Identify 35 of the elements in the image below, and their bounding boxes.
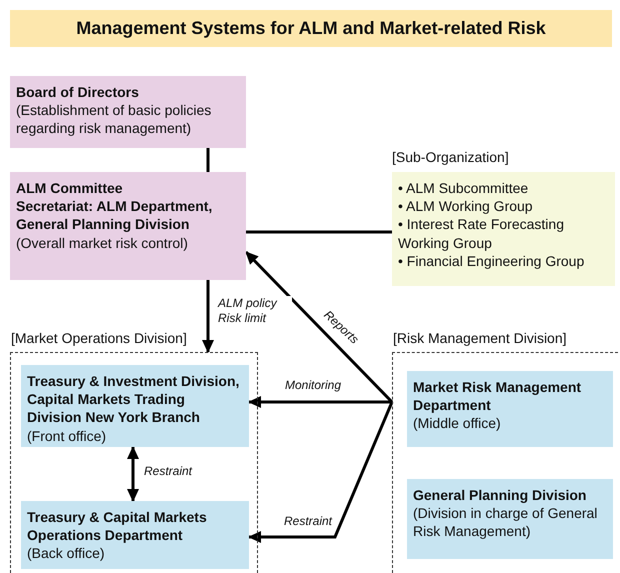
box-description: (Overall market risk control): [16, 234, 189, 252]
process-box: [10, 172, 246, 280]
box-title: Secretariat: ALM Department, General Planning Division: [16, 197, 214, 234]
box-title: Board of Directors: [16, 83, 140, 102]
arrow: [248, 401, 394, 543]
edge-label: Monitoring: [283, 378, 344, 393]
section-heading: [Risk Management Division]: [393, 329, 567, 348]
list-item: • Interest Rate Forecasting Working Group: [398, 215, 565, 252]
box-title: ALM Committee: [16, 179, 124, 198]
list-item: • Financial Engineering Group: [398, 252, 586, 270]
box-description: (Division in charge of General Risk Management): [413, 504, 598, 541]
arrow: [244, 250, 394, 404]
list-item: • ALM Working Group: [398, 197, 534, 216]
section-heading: [Sub-Organization]: [392, 148, 509, 166]
box-description: (Front office): [27, 426, 108, 445]
box-title: General Planning Division: [413, 486, 588, 504]
arrow: [202, 280, 214, 353]
process-box: [10, 76, 246, 148]
box-description: (Middle office): [413, 414, 502, 433]
box-description: (Establishment of basic policies regarding risk management): [16, 101, 212, 138]
connector-line: [246, 230, 392, 234]
process-box: [407, 479, 613, 559]
section-heading: [Market Operations Division]: [11, 329, 187, 348]
process-box: [21, 501, 249, 569]
process-box: [21, 365, 249, 447]
box-title: Treasury & Investment Division, Capital Markets Trading Division New York Branch: [27, 372, 240, 427]
box-title: Market Risk Management Department: [413, 378, 582, 414]
arrow: [127, 446, 139, 502]
process-box: [407, 371, 613, 447]
list-item: • ALM Subcommittee: [398, 179, 530, 198]
arrow: [248, 396, 392, 408]
box-description: (Back office): [27, 544, 106, 563]
connector-line: [206, 148, 210, 172]
box-title: Treasury & Capital Markets Operations Department: [27, 508, 208, 544]
title: Management Systems for ALM and Market-related Risk: [10, 10, 612, 47]
